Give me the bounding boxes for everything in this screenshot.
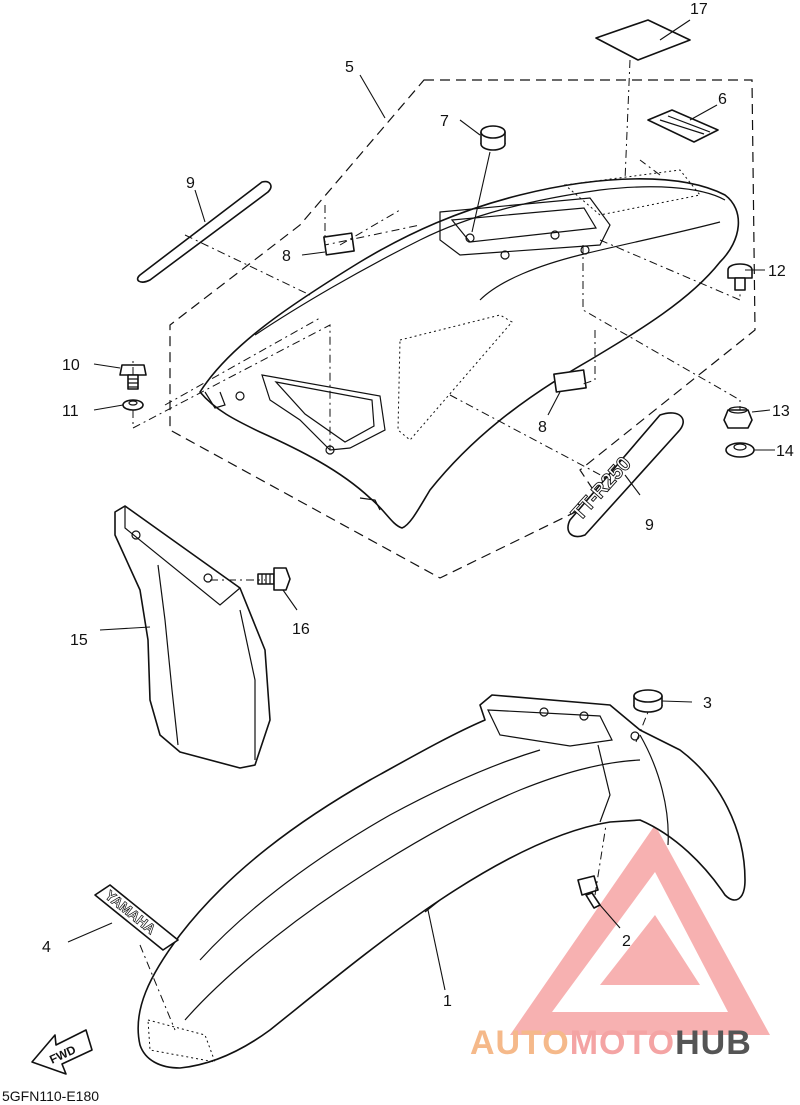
callout-1: 1 xyxy=(443,993,452,1010)
damper-7 xyxy=(480,125,506,151)
alignment-lines xyxy=(132,59,741,1031)
leader-lines xyxy=(67,19,775,991)
fwd-arrow: FWD xyxy=(31,1029,93,1075)
decal-6 xyxy=(647,109,719,143)
callout-12: 12 xyxy=(768,263,786,280)
pad-8-top xyxy=(323,232,355,256)
washer-14 xyxy=(725,442,755,458)
callout-5: 5 xyxy=(345,59,354,76)
label-17 xyxy=(595,19,691,61)
watermark-word-c: HUB xyxy=(675,1024,752,1062)
front-fender xyxy=(137,694,746,1069)
callout-13: 13 xyxy=(772,403,790,420)
callout-labels: 1 2 3 4 5 6 7 8 8 9 9 10 11 12 13 14 15 … xyxy=(42,1,794,1010)
washer-11 xyxy=(122,399,144,411)
callout-9-right: 9 xyxy=(645,517,654,534)
bolt-2 xyxy=(577,875,601,909)
bolt-16 xyxy=(257,567,291,591)
callout-7: 7 xyxy=(440,113,449,130)
decal-strip-left xyxy=(136,180,272,283)
watermark-word-a: AUTO xyxy=(470,1024,570,1062)
group-boundary-dashed xyxy=(169,79,756,579)
rear-fender xyxy=(199,169,740,529)
callout-11: 11 xyxy=(62,403,79,420)
callout-4: 4 xyxy=(42,939,51,956)
callout-3: 3 xyxy=(703,695,712,712)
callout-8-top: 8 xyxy=(282,248,291,265)
decal-model-right: TT-R250 xyxy=(567,412,684,538)
callout-16: 16 xyxy=(292,621,310,638)
watermark-word-b: MOTO xyxy=(570,1024,675,1062)
mud-flap-15 xyxy=(114,505,271,769)
callout-2: 2 xyxy=(622,933,631,950)
decal-yamaha-text: YAMAHA xyxy=(102,887,159,937)
damper-3 xyxy=(633,689,663,713)
diagram-code: 5GFN110-E180 xyxy=(2,1088,99,1104)
clip-12 xyxy=(727,263,753,291)
pad-8-bottom xyxy=(553,369,587,393)
nut-13 xyxy=(723,406,753,429)
callout-9-left: 9 xyxy=(186,175,195,192)
decal-yamaha-4: YAMAHA xyxy=(94,884,179,951)
watermark-wordmark: AUTOMOTOHUB xyxy=(470,1024,752,1062)
watermark-logo xyxy=(510,825,770,1035)
callout-10: 10 xyxy=(62,357,80,374)
callout-15: 15 xyxy=(70,632,88,649)
callout-17: 17 xyxy=(690,1,708,18)
watermark-triangle-mark xyxy=(510,825,770,1035)
callout-8-bottom: 8 xyxy=(538,419,547,436)
callout-6: 6 xyxy=(718,91,727,108)
callout-14: 14 xyxy=(776,443,794,460)
